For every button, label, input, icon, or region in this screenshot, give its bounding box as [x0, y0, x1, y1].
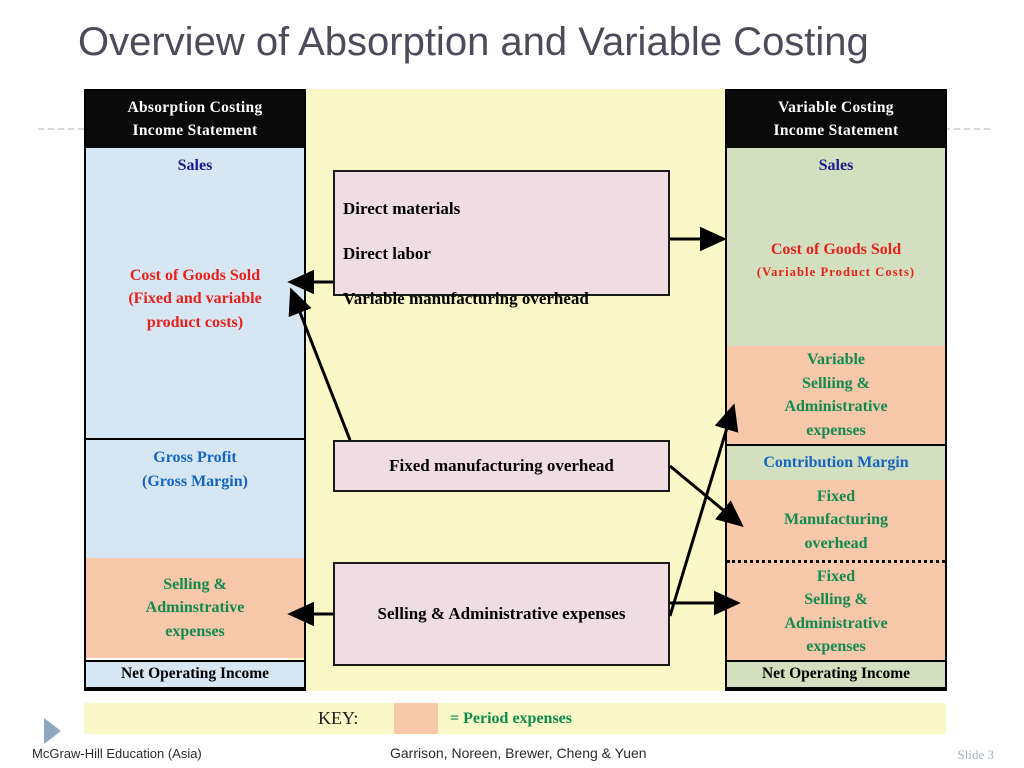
variable-fixed-sga-line3: Administrative: [784, 614, 888, 632]
band-variable-sga: Variable Selliing & Administrative expen…: [727, 346, 945, 444]
selling-administrative-expenses-box: Selling & Administrative expenses: [333, 562, 670, 666]
absorption-cogs-line3: product costs): [146, 313, 244, 331]
absorption-sga-line2: Adminstrative: [145, 599, 245, 617]
band-absorption-gross-profit: Gross Profit (Gross Margin): [86, 438, 304, 558]
variable-header-line2: Income Statement: [773, 122, 899, 139]
absorption-costing-column: Absorption Costing Income Statement Sale…: [84, 89, 306, 691]
variable-fixed-sga-line2: Selling &: [804, 591, 868, 608]
absorption-sales-label: Sales: [177, 157, 213, 174]
variable-cost-item-direct-materials: Direct materials: [343, 199, 461, 218]
variable-cogs-line1: Cost of Goods Sold: [770, 240, 902, 258]
authors-label: Garrison, Noreen, Brewer, Cheng & Yuen: [390, 745, 647, 761]
publisher-label: McGraw-Hill Education (Asia): [32, 746, 202, 761]
variable-contribution-margin-label: Contribution Margin: [763, 454, 909, 472]
absorption-gross-profit-line2: (Gross Margin): [142, 472, 248, 490]
variable-net-operating-income: Net Operating Income: [727, 660, 945, 689]
page-title: Overview of Absorption and Variable Cost…: [78, 20, 869, 64]
slide-number: Slide 3: [957, 747, 994, 762]
band-absorption-sga: Selling & Adminstrative expenses: [86, 558, 304, 658]
variable-costing-column: Variable Costing Income Statement Sales …: [725, 89, 947, 691]
band-absorption-sales: Sales Cost of Goods Sold (Fixed and vari…: [86, 148, 304, 438]
band-variable-fixed-moh: Fixed Manufacturing overhead: [727, 480, 945, 560]
variable-fixed-moh-line3: overhead: [804, 534, 868, 552]
key-label: KEY:: [318, 708, 359, 728]
band-variable-fixed-sga: Fixed Selling & Administrative expenses: [727, 560, 945, 660]
variable-cost-item-direct-labor: Direct labor: [343, 244, 431, 263]
variable-fixed-sga-line4: expenses: [806, 638, 866, 655]
key-legend-bar: KEY: = Period expenses: [84, 703, 946, 734]
guide-dash-right: [944, 128, 990, 130]
guide-dash-left: [38, 128, 84, 130]
band-variable-sales: Sales Cost of Goods Sold (Variable Produ…: [727, 148, 945, 346]
variable-sga-line4: expenses: [806, 421, 866, 439]
absorption-gross-profit-line1: Gross Profit: [153, 449, 237, 466]
absorption-header-line2: Income Statement: [132, 122, 258, 139]
variable-sga-line1: Variable: [806, 351, 866, 368]
absorption-cogs-line1: Cost of Goods Sold: [129, 266, 261, 284]
absorption-sga-line1: Selling &: [163, 575, 227, 593]
key-color-swatch: [394, 703, 438, 734]
variable-sga-line2: Selliing &: [801, 374, 870, 392]
variable-cogs-line2: (Variable Product Costs): [756, 265, 916, 279]
variable-sga-line3: Administrative: [784, 398, 888, 415]
absorption-net-operating-income: Net Operating Income: [86, 660, 304, 689]
variable-fixed-moh-line2: Manufacturing: [784, 511, 888, 529]
variable-column-header: Variable Costing Income Statement: [727, 91, 945, 148]
band-variable-contribution-margin: Contribution Margin: [727, 444, 945, 480]
absorption-cogs-line2: (Fixed and variable: [128, 290, 262, 307]
absorption-sga-line3: expenses: [165, 622, 225, 640]
play-triangle-icon[interactable]: [44, 718, 61, 744]
variable-cost-item-variable-moh: Variable manufacturing overhead: [343, 289, 589, 308]
variable-header-line1: Variable Costing: [778, 99, 894, 116]
fixed-manufacturing-overhead-box: Fixed manufacturing overhead: [333, 440, 670, 492]
variable-sales-label: Sales: [818, 157, 854, 174]
variable-product-costs-box: Direct materials Direct labor Variable m…: [333, 170, 670, 308]
variable-fixed-moh-line1: Fixed: [816, 487, 856, 505]
key-description: = Period expenses: [450, 709, 572, 727]
variable-fixed-sga-line1: Fixed: [816, 567, 856, 585]
absorption-header-line1: Absorption Costing: [127, 99, 263, 116]
absorption-column-header: Absorption Costing Income Statement: [86, 91, 304, 148]
